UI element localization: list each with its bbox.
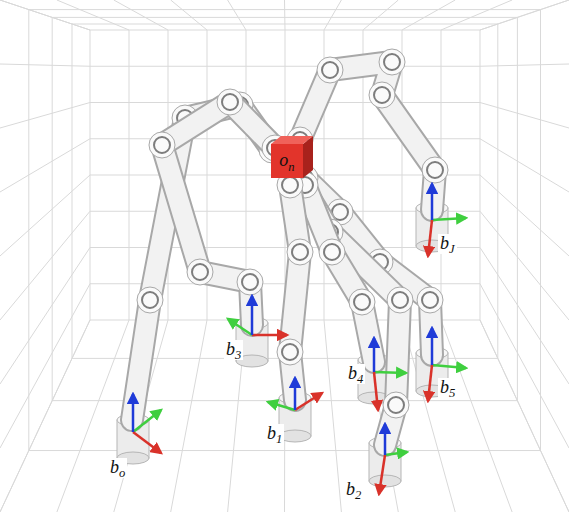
x-axis-arrow (252, 334, 287, 337)
grid-line (0, 175, 90, 256)
frame-label: b4 (346, 364, 365, 384)
base-frames (133, 184, 466, 494)
x-axis-arrow (428, 220, 432, 256)
grid-line (52, 17, 517, 18)
z-axis-arrow (431, 184, 434, 220)
grid-line (480, 320, 569, 512)
grid-line (72, 24, 73, 358)
frame-axes (428, 184, 466, 256)
grid-line (284, 0, 286, 30)
grid-line (0, 320, 90, 512)
robot-arm (132, 92, 285, 420)
grid-line (171, 320, 207, 512)
grid-line (517, 17, 518, 400)
grid-line (441, 320, 512, 512)
grid-line (480, 139, 569, 192)
z-axis-arrow (132, 394, 135, 432)
z-axis-arrow (373, 338, 376, 372)
grid-line (480, 64, 569, 66)
grid-line (90, 30, 480, 31)
grid-line (480, 103, 569, 129)
grid-line (171, 0, 207, 30)
frame-label: b3 (224, 340, 243, 360)
x-axis-arrow (379, 455, 385, 494)
grid-line (52, 17, 53, 400)
grid-line (480, 284, 569, 448)
object-label: on (279, 151, 294, 171)
y-axis-arrow (385, 452, 407, 455)
object-cube-top (271, 136, 313, 144)
grid-line (480, 0, 569, 30)
frame-label: b2 (344, 480, 363, 500)
target-object: on (271, 144, 303, 178)
robot-arm (277, 172, 313, 400)
x-axis-arrow (295, 393, 322, 410)
robot-arm (287, 169, 413, 445)
grid-line (72, 24, 498, 25)
grid-line (480, 211, 569, 320)
z-axis-arrow (251, 296, 254, 335)
grid-line (0, 139, 90, 192)
frame-axes (374, 338, 406, 410)
grid-line (480, 248, 569, 385)
z-axis-arrow (431, 328, 434, 365)
grid-line (57, 320, 129, 512)
robot-arms (117, 49, 448, 487)
frame-axes (379, 424, 407, 494)
frame-label: b5 (438, 378, 457, 398)
y-axis-arrow (228, 319, 252, 335)
grid-line (90, 66, 480, 67)
grid-line (228, 0, 246, 30)
grid-line (497, 24, 498, 358)
grid-line (0, 0, 90, 30)
grid-line (0, 64, 90, 66)
grid-line (29, 9, 541, 10)
grid-line (480, 175, 569, 256)
grid-line (441, 0, 512, 30)
grid-line (363, 0, 398, 30)
grid-line (480, 0, 569, 30)
x-axis-arrow (133, 432, 161, 453)
y-axis-arrow (432, 365, 466, 368)
grid-line (540, 10, 541, 451)
grid-line (90, 102, 480, 103)
frame-axes (228, 296, 287, 335)
y-axis-arrow (432, 218, 466, 220)
x-axis-arrow (428, 365, 432, 401)
frame-axes (133, 394, 161, 453)
grid-line (0, 248, 90, 385)
frame-label: bJ (438, 234, 457, 254)
grid-line (480, 320, 569, 512)
grid-line (402, 0, 455, 30)
y-axis-arrow (374, 372, 406, 373)
frame-label: bo (108, 458, 127, 478)
grid-line (29, 450, 541, 451)
frame-axes (268, 378, 322, 410)
grid-line (0, 0, 90, 30)
grid-line (114, 0, 168, 30)
frame-label: b1 (265, 424, 284, 444)
grid-line (0, 320, 90, 512)
x-axis-arrow (374, 372, 378, 410)
y-axis-arrow (268, 402, 295, 410)
grid-line (28, 10, 29, 451)
grid-line (324, 320, 341, 512)
robot-arm (287, 49, 448, 210)
grid-line (0, 211, 90, 320)
z-axis-arrow (384, 424, 387, 455)
grid-line (0, 284, 90, 448)
z-axis-arrow (294, 378, 297, 410)
robot-arm (149, 89, 288, 325)
grid-line (57, 0, 129, 30)
y-axis-arrow (133, 410, 161, 432)
grid-line (324, 0, 341, 30)
frame-axes (428, 328, 466, 401)
grid-line (0, 103, 90, 129)
